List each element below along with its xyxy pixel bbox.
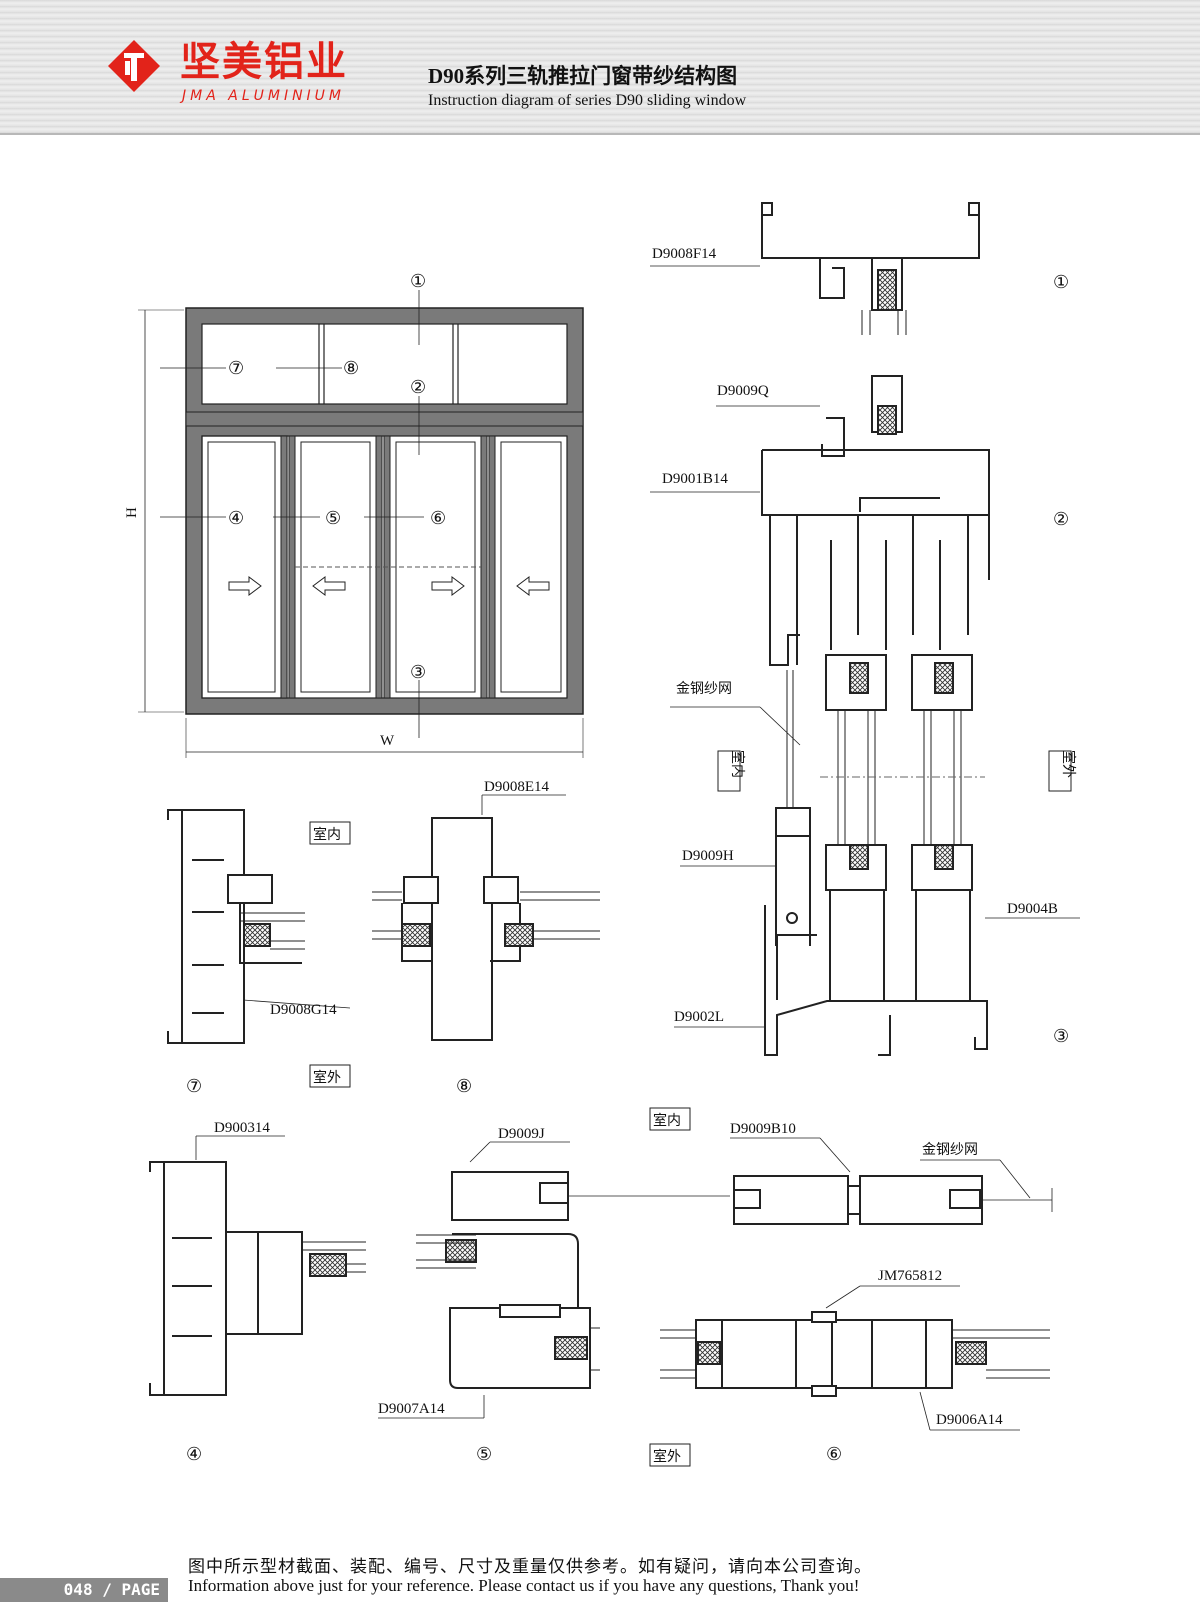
jma-logo-icon [108,40,160,92]
outdoor-box-vertical: 室外 [1048,750,1077,792]
marker-2: ② [410,377,426,398]
marker-8-section: ⑧ [456,1076,472,1097]
outdoor-box-6: 室外 [649,1443,691,1467]
svg-text:室外: 室外 [313,1069,341,1086]
footer-note-cn: 图中所示型材截面、装配、编号、尺寸及重量仅供参考。如有疑问，请向本公司查询。 [188,1557,872,1577]
marker-7: ⑦ [228,358,244,379]
elevation-markers: ① ② ③ ④ ⑤ ⑥ ⑦ ⑧ [228,271,446,683]
label-d9009j: D9009J [498,1126,545,1142]
label-d9001b14: D9001B14 [662,471,728,487]
marker-4: ④ [228,508,244,529]
label-d9009q: D9009Q [717,383,769,399]
svg-text:室外: 室外 [653,1448,681,1465]
marker-3-section: ③ [1053,1026,1069,1047]
marker-1: ① [410,271,426,292]
label-jm765812: JM765812 [878,1268,942,1284]
marker-2-section: ② [1053,509,1069,530]
section-4 [149,1135,366,1396]
page-title-cn: D90系列三轨推拉门窗带纱结构图 [428,64,738,88]
height-label: H [124,507,140,518]
vertical-section [761,202,990,1056]
label-d9002l: D9002L [674,1009,724,1025]
label-d900314: D900314 [214,1120,270,1136]
footer-note-en: Information above just for your referenc… [188,1576,860,1595]
marker-3: ③ [410,662,426,683]
header-divider [0,133,1200,135]
svg-text:室内: 室内 [653,1112,681,1129]
section-8 [372,794,600,1041]
section-6 [660,1285,1050,1431]
svg-text:室内: 室内 [313,826,341,843]
window-elevation [138,290,584,758]
label-d9009b10: D9009B10 [730,1121,796,1137]
label-d9007a14: D9007A14 [378,1401,445,1417]
svg-text:室外: 室外 [1060,750,1077,778]
marker-5-section: ⑤ [476,1444,492,1465]
page-title-en: Instruction diagram of series D90 slidin… [428,92,747,109]
label-d9006a14: D9006A14 [936,1412,1003,1428]
marker-7-section: ⑦ [186,1076,202,1097]
label-d9009h: D9009H [682,848,734,864]
label-d9008g14: D9008G14 [270,1002,337,1018]
section-7 [167,809,351,1044]
section-5 [378,1141,730,1419]
brand-name-en: JMA ALUMINIUM [182,88,345,104]
label-screen-top: 金钢纱网 [676,681,732,697]
section-markers: ① ② ③ [1053,272,1069,1047]
marker-5: ⑤ [325,508,341,529]
svg-text:室内: 室内 [729,750,746,778]
page-number: 048 / PAGE [0,1578,168,1602]
indoor-box-7: 室内 [309,821,351,845]
indoor-box-6: 室内 [649,1107,691,1131]
section-leaders [650,265,1080,1028]
label-screen-bottom: 金钢纱网 [922,1142,978,1158]
outdoor-box-7: 室外 [309,1064,351,1088]
marker-6: ⑥ [430,508,446,529]
marker-8: ⑧ [343,358,359,379]
width-label: W [380,733,395,749]
label-d9004b: D9004B [1007,901,1058,917]
marker-1-section: ① [1053,272,1069,293]
indoor-box-vertical: 室内 [717,750,746,792]
marker-4-section: ④ [186,1444,202,1465]
label-d9008e14: D9008E14 [484,779,549,795]
screen-interlock [730,1137,1053,1225]
brand-name-cn: 坚美铝业 [180,39,348,85]
header-band [0,0,1200,135]
label-d9008f14: D9008F14 [652,246,717,262]
marker-6-section: ⑥ [826,1444,842,1465]
